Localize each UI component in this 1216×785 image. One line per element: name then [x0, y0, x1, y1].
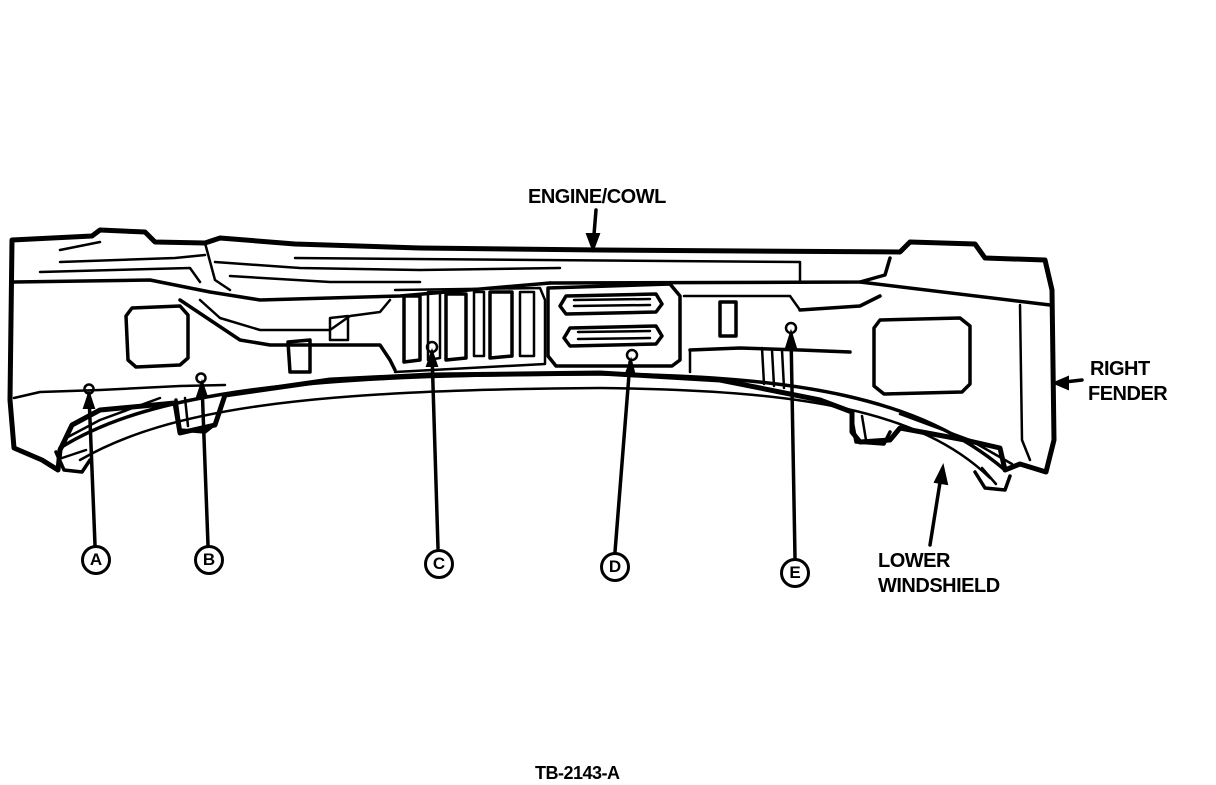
lower-windshield-label-line1: LOWER [878, 550, 950, 572]
lower-windshield-label-line2: WINDSHIELD [878, 575, 1000, 597]
cowl-panel-body [7, 227, 1057, 492]
engine-cowl-label: ENGINE/COWL [528, 186, 666, 208]
right-fender-label-line2: FENDER [1088, 383, 1168, 405]
right-fender-label-line1: RIGHT [1090, 358, 1150, 380]
callout-d: D [600, 552, 630, 582]
leader-lines [82, 208, 1084, 560]
callout-a: A [81, 545, 111, 575]
figure-id-label: TB-2143-A [535, 763, 620, 783]
callout-e: E [780, 558, 810, 588]
callout-b: B [194, 545, 224, 575]
callout-c: C [424, 549, 454, 579]
